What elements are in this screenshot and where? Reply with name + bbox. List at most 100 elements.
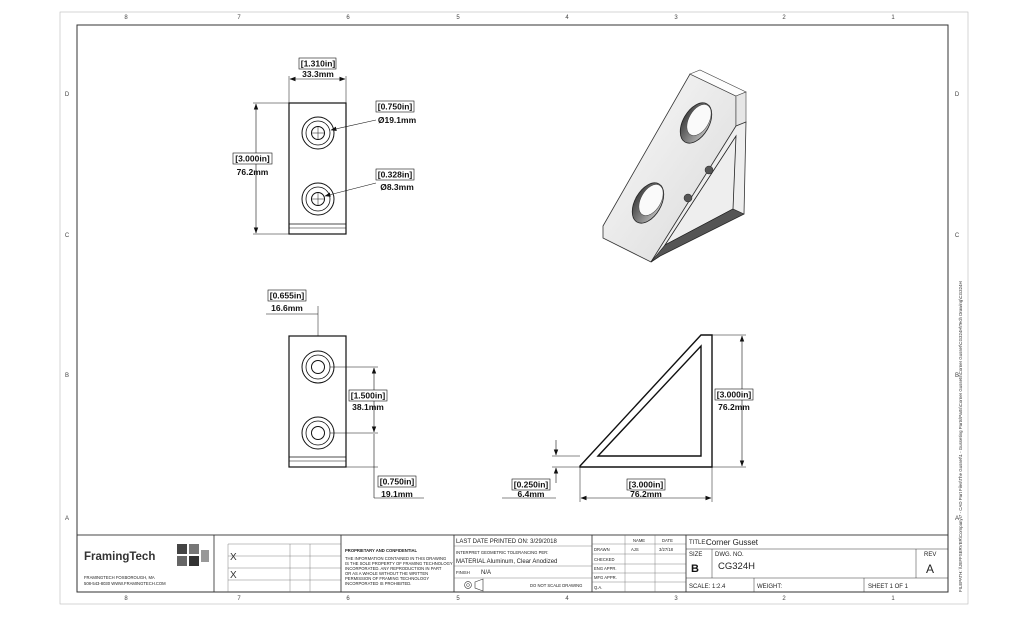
zone-col-label: 7 bbox=[237, 596, 241, 602]
iso-slot-upper bbox=[679, 102, 713, 144]
zone-row-label: A bbox=[955, 516, 959, 522]
rear-bottom-mm: 19.1mm bbox=[381, 489, 413, 499]
zone-col-label: 2 bbox=[782, 596, 786, 602]
zone-col-label: 4 bbox=[565, 15, 569, 21]
projection-symbol-icon bbox=[464, 578, 484, 592]
rear-offset-mm: 16.6mm bbox=[271, 303, 303, 313]
front-hole-small-mm: Ø8.3mm bbox=[380, 182, 414, 192]
rear-offset-in: [0.655in] bbox=[270, 291, 305, 301]
logo-cube-graphic bbox=[177, 544, 209, 566]
qa-label: Q.A. bbox=[594, 585, 602, 590]
tolerancing-note: INTERPRET GEOMETRIC TOLERANCING PER: bbox=[456, 550, 548, 555]
size-label: SIZE bbox=[689, 552, 702, 558]
proprietary-line: PERMISSION OF FRAMING TECHNOLOGY bbox=[345, 576, 429, 581]
counterbore-hole-lower bbox=[301, 182, 335, 216]
rear-spacing-in: [1.500in] bbox=[351, 391, 386, 401]
side-view: [3.000in] 76.2mm [3.000in] 76.2mm [0.250… bbox=[502, 334, 754, 502]
file-path: FILEPATH: \\JEFFSERVER\Company\7 - CAD P… bbox=[958, 281, 963, 592]
zone-col-label: 5 bbox=[456, 596, 460, 602]
side-thickness-in: [0.250in] bbox=[514, 480, 549, 490]
zone-col-label: 5 bbox=[456, 15, 460, 21]
zone-row-label: D bbox=[65, 92, 70, 98]
iso-small-hole bbox=[683, 193, 693, 203]
zone-col-label: 6 bbox=[346, 596, 350, 602]
side-height-mm: 76.2mm bbox=[718, 402, 750, 412]
rev-label: REV bbox=[924, 552, 936, 558]
zone-row-label: C bbox=[955, 233, 960, 239]
proprietary-heading: PROPRIETARY AND CONFIDENTIAL bbox=[345, 548, 418, 553]
eng-appr-label: ENG APPR. bbox=[594, 566, 617, 571]
front-width-in: [1.310in] bbox=[301, 59, 336, 69]
side-base-in: [3.000in] bbox=[629, 480, 664, 490]
proprietary-line: INCORPORATED. ANY REPRODUCTION IN PART bbox=[345, 566, 442, 571]
finish-label: FINISH bbox=[456, 570, 470, 575]
sheet-size: B bbox=[691, 563, 699, 575]
sheet-number: SHEET 1 OF 1 bbox=[868, 584, 909, 590]
finish-value: N/A bbox=[481, 570, 491, 576]
date-header: DATE bbox=[662, 538, 673, 543]
company-logo: FramingTech bbox=[84, 551, 155, 563]
iso-slot-lower bbox=[631, 182, 665, 224]
isometric-view bbox=[602, 69, 747, 263]
rear-bottom-in: [0.750in] bbox=[380, 477, 415, 487]
zone-col-label: 4 bbox=[565, 596, 569, 602]
zone-col-label: 8 bbox=[124, 15, 128, 21]
iso-small-hole bbox=[704, 165, 714, 175]
side-thickness-mm: 6.4mm bbox=[518, 489, 545, 499]
zone-col-label: 2 bbox=[782, 15, 786, 21]
last-date-printed: LAST DATE PRINTED ON: 3/29/2018 bbox=[456, 539, 557, 545]
gusset-inner-cutout bbox=[596, 344, 702, 457]
zone-col-label: 8 bbox=[124, 596, 128, 602]
checked-label: CHECKED bbox=[594, 557, 614, 562]
revision-x-mark: X bbox=[230, 552, 237, 563]
zone-row-label: B bbox=[65, 373, 69, 379]
side-base-mm: 76.2mm bbox=[630, 489, 662, 499]
proprietary-line: IS THE SOLE PROPERTY OF FRAMING TECHNOLO… bbox=[345, 561, 453, 566]
rear-spacing-mm: 38.1mm bbox=[352, 402, 384, 412]
front-hole-small-in: [0.328in] bbox=[378, 170, 413, 180]
title-block: FramingTech FRAMINGTECH FOXBOROUGH, MA 5… bbox=[76, 534, 949, 593]
mfg-appr-label: MFG APPR. bbox=[594, 575, 617, 580]
zone-row-label: A bbox=[65, 516, 69, 522]
material-spec: MATERIAL Aluminum, Clear Anodized bbox=[456, 559, 557, 565]
zone-col-label: 3 bbox=[674, 596, 678, 602]
zone-col-label: 7 bbox=[237, 15, 241, 21]
zone-labels-top: 8 7 6 5 4 3 2 1 bbox=[124, 15, 895, 21]
front-width-mm: 33.3mm bbox=[302, 69, 334, 79]
zone-row-label: D bbox=[955, 92, 960, 98]
zone-col-label: 1 bbox=[891, 596, 895, 602]
revision-letter: A bbox=[926, 562, 934, 576]
rear-hole-upper bbox=[301, 350, 335, 384]
drawing-border bbox=[76, 24, 949, 593]
zone-row-label: B bbox=[955, 373, 959, 379]
proprietary-line: THE INFORMATION CONTAINED IN THIS DRAWIN… bbox=[345, 556, 446, 561]
proprietary-line: OR AS A WHOLE WITHOUT THE WRITTEN bbox=[345, 571, 428, 576]
zone-row-label: C bbox=[65, 233, 70, 239]
dwg-no-label: DWG. NO. bbox=[715, 552, 744, 558]
front-view: [1.310in] 33.3mm [3.000in] 76.2mm [0.750… bbox=[232, 57, 417, 235]
drawn-name: AJS bbox=[631, 547, 639, 552]
zone-col-label: 3 bbox=[674, 15, 678, 21]
rear-hole-lower bbox=[301, 416, 335, 450]
scale-value: SCALE: 1:2.4 bbox=[689, 584, 726, 590]
revision-x-mark: X bbox=[230, 570, 237, 581]
drawing-number: CG324H bbox=[718, 561, 755, 572]
drawing-title: Corner Gusset bbox=[706, 538, 759, 547]
drawn-date: 3/27/18 bbox=[659, 547, 674, 552]
front-hole-large-mm: Ø19.1mm bbox=[378, 115, 417, 125]
zone-labels-side: D C B A D C B A bbox=[65, 92, 960, 522]
proprietary-line: INCORPORATED IS PROHIBITED. bbox=[345, 581, 411, 586]
front-height-mm: 76.2mm bbox=[237, 167, 269, 177]
do-not-scale-note: DO NOT SCALE DRAWING bbox=[530, 583, 582, 588]
company-contact: 508-543-8030 WWW.FRAMINGTECH.COM bbox=[84, 581, 166, 586]
side-height-in: [3.000in] bbox=[717, 390, 752, 400]
drawn-label: DRAWN bbox=[594, 547, 610, 552]
outer-frame bbox=[59, 11, 969, 605]
zone-col-label: 1 bbox=[891, 15, 895, 21]
front-height-in: [3.000in] bbox=[235, 154, 270, 164]
weight-label: WEIGHT: bbox=[757, 584, 782, 590]
zone-labels-bottom: 8 7 6 5 4 3 2 1 bbox=[124, 596, 895, 602]
company-address: FRAMINGTECH FOXBOROUGH, MA bbox=[84, 575, 155, 580]
front-hole-large-in: [0.750in] bbox=[378, 102, 413, 112]
